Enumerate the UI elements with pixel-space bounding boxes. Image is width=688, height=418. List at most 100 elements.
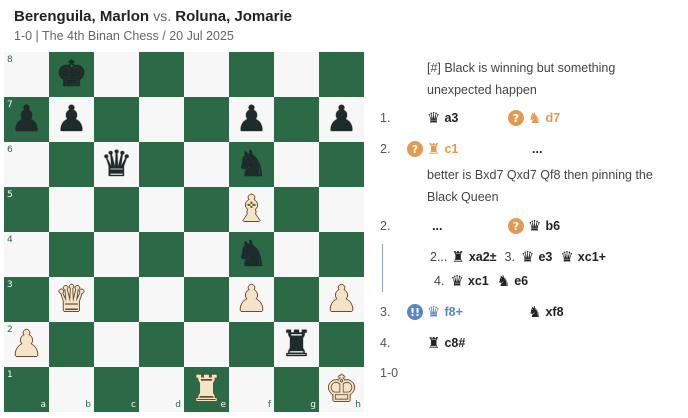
square-e3[interactable] [184, 277, 229, 322]
square-c3[interactable] [94, 277, 139, 322]
square-f8[interactable] [229, 52, 274, 97]
black-knight-icon[interactable]: ♞ [235, 234, 268, 275]
square-e5[interactable] [184, 187, 229, 232]
square-c4[interactable] [94, 232, 139, 277]
square-g6[interactable] [274, 142, 319, 187]
square-c7[interactable] [94, 97, 139, 142]
square-h4[interactable] [319, 232, 364, 277]
square-h3[interactable]: ♟ [319, 277, 364, 322]
square-d3[interactable] [139, 277, 184, 322]
black-pawn-icon[interactable]: ♟ [325, 99, 358, 140]
square-h7[interactable]: ♟ [319, 97, 364, 142]
file-label: h [355, 400, 361, 410]
variation-move-number: 4. [434, 274, 445, 288]
square-a7[interactable]: 7♟ [4, 97, 49, 142]
white-player-name[interactable]: Berenguila, Marlon [14, 8, 150, 25]
variation-move[interactable]: ♜ xa2± [451, 248, 497, 266]
move-number: 4. [380, 336, 391, 350]
square-b1[interactable]: b [49, 367, 94, 412]
square-d8[interactable] [139, 52, 184, 97]
move-black-1[interactable]: ? ♞ d7 [508, 109, 560, 127]
square-f3[interactable]: ♟ [229, 277, 274, 322]
square-c6[interactable]: ♛ [94, 142, 139, 187]
square-h6[interactable] [319, 142, 364, 187]
black-pawn-icon[interactable]: ♟ [55, 99, 88, 140]
square-g3[interactable] [274, 277, 319, 322]
square-g2[interactable]: ♜ [274, 322, 319, 367]
square-f1[interactable]: f [229, 367, 274, 412]
square-h1[interactable]: h♚ [319, 367, 364, 412]
square-d1[interactable]: d [139, 367, 184, 412]
black-rook-icon[interactable]: ♜ [280, 324, 313, 365]
square-h8[interactable] [319, 52, 364, 97]
variation-move[interactable]: ♛ xc1+ [560, 248, 606, 266]
square-b6[interactable] [49, 142, 94, 187]
move-white-1[interactable]: ♛ a3 [427, 109, 458, 127]
square-c1[interactable]: c [94, 367, 139, 412]
square-f4[interactable]: ♞ [229, 232, 274, 277]
white-queen-icon[interactable]: ♛ [55, 279, 88, 320]
square-a5[interactable]: 5 [4, 187, 49, 232]
square-a4[interactable]: 4 [4, 232, 49, 277]
square-b4[interactable] [49, 232, 94, 277]
square-e1[interactable]: e♜ [184, 367, 229, 412]
variation-line-2: 4. ♛ xc1 ♞ e6 [434, 272, 536, 290]
square-e2[interactable] [184, 322, 229, 367]
square-e7[interactable] [184, 97, 229, 142]
square-c5[interactable] [94, 187, 139, 232]
square-b8[interactable]: ♚ [49, 52, 94, 97]
square-g7[interactable] [274, 97, 319, 142]
square-e4[interactable] [184, 232, 229, 277]
black-knight-icon[interactable]: ♞ [235, 144, 268, 185]
move-white-2[interactable]: ? ♜ c1 [407, 140, 458, 158]
white-pawn-icon[interactable]: ♟ [325, 279, 358, 320]
square-d5[interactable] [139, 187, 184, 232]
move-black-3[interactable]: ♞ xf8 [528, 303, 564, 321]
square-f7[interactable]: ♟ [229, 97, 274, 142]
white-pawn-icon[interactable]: ♟ [235, 279, 268, 320]
white-king-icon[interactable]: ♚ [325, 369, 358, 410]
square-f5[interactable]: ♝ [229, 187, 274, 232]
variation-move[interactable]: ♛ xc1 [450, 272, 489, 290]
variation-move[interactable]: ♛ e3 [520, 248, 553, 266]
rank-label: 1 [7, 370, 13, 380]
move-white-3[interactable]: !! ♛ f8+ [407, 303, 463, 321]
square-e6[interactable] [184, 142, 229, 187]
square-e8[interactable] [184, 52, 229, 97]
move-black-2b[interactable]: ? ♛ b6 [508, 217, 560, 235]
square-f2[interactable] [229, 322, 274, 367]
square-b5[interactable] [49, 187, 94, 232]
square-a8[interactable]: 8 [4, 52, 49, 97]
square-h2[interactable] [319, 322, 364, 367]
black-pawn-icon[interactable]: ♟ [10, 99, 43, 140]
white-bishop-icon[interactable]: ♝ [235, 189, 268, 230]
square-b7[interactable]: ♟ [49, 97, 94, 142]
white-rook-icon[interactable]: ♜ [190, 369, 223, 410]
square-c8[interactable] [94, 52, 139, 97]
square-g4[interactable] [274, 232, 319, 277]
white-pawn-icon[interactable]: ♟ [10, 324, 43, 365]
square-c2[interactable] [94, 322, 139, 367]
square-g1[interactable]: g [274, 367, 319, 412]
black-queen-icon[interactable]: ♛ [100, 144, 133, 185]
square-d6[interactable] [139, 142, 184, 187]
square-f6[interactable]: ♞ [229, 142, 274, 187]
black-king-icon[interactable]: ♚ [55, 54, 88, 95]
square-d4[interactable] [139, 232, 184, 277]
variation-move[interactable]: ♞ e6 [496, 272, 529, 290]
black-player-name[interactable]: Roluna, Jomarie [175, 8, 292, 25]
square-g8[interactable] [274, 52, 319, 97]
square-d2[interactable] [139, 322, 184, 367]
square-b3[interactable]: ♛ [49, 277, 94, 322]
move-white-4[interactable]: ♜ c8# [427, 334, 465, 352]
square-a2[interactable]: 2♟ [4, 322, 49, 367]
square-d7[interactable] [139, 97, 184, 142]
square-h5[interactable] [319, 187, 364, 232]
square-b2[interactable] [49, 322, 94, 367]
square-a3[interactable]: 3 [4, 277, 49, 322]
square-a6[interactable]: 6 [4, 142, 49, 187]
black-pawn-icon[interactable]: ♟ [235, 99, 268, 140]
square-g5[interactable] [274, 187, 319, 232]
